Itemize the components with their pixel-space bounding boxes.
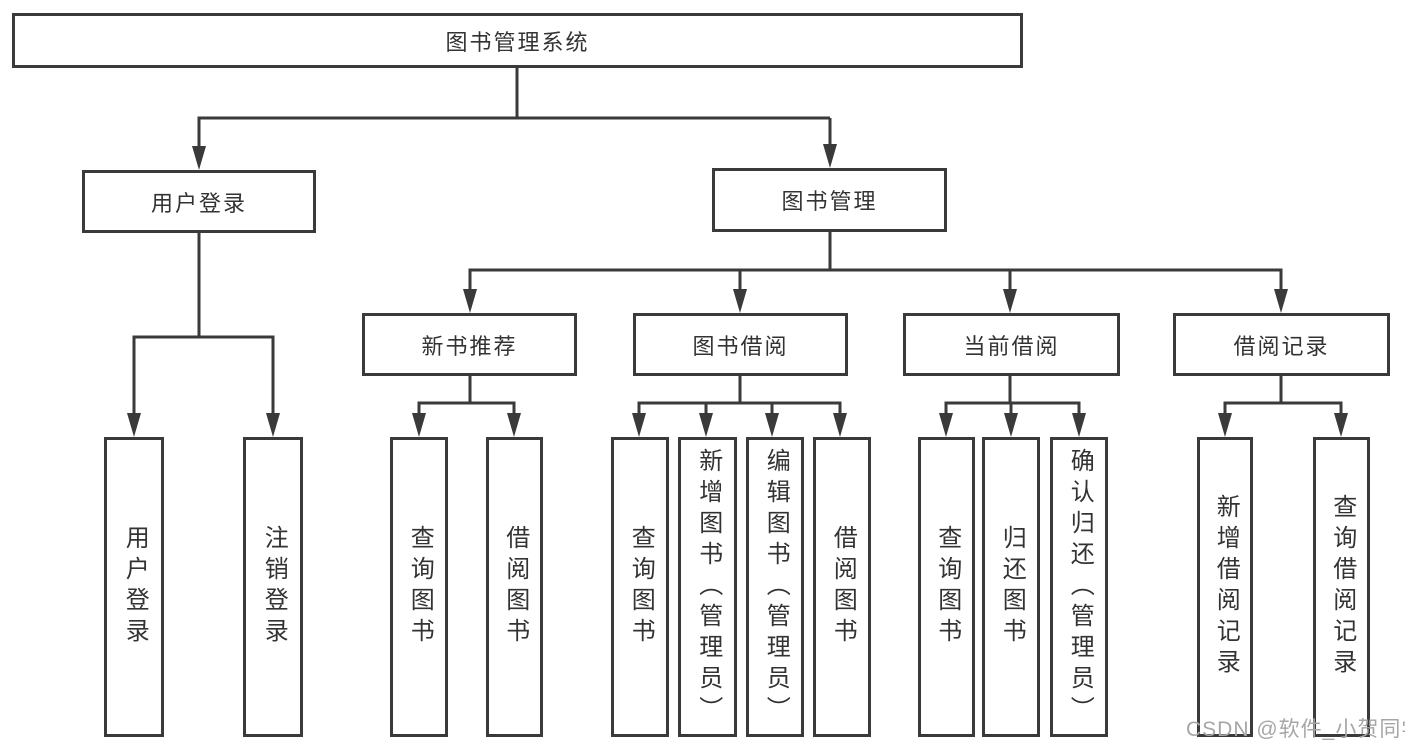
leaf-user-login-label: 用户登录: [121, 525, 149, 649]
leaf-add-book-admin-label: 新增图书（管理员）: [694, 447, 722, 727]
leaf-borrow-books-recommend: 借阅图书: [486, 437, 543, 737]
node-borrowing-records-label: 借阅记录: [1233, 333, 1330, 359]
leaf-return-books: 归还图书: [982, 437, 1040, 737]
node-user-login-label: 用户登录: [150, 190, 247, 216]
node-library-system: 图书管理系统: [12, 13, 1023, 68]
node-new-book-recommend-label: 新书推荐: [421, 333, 518, 359]
leaf-return-books-label: 归还图书: [998, 525, 1026, 649]
leaf-query-books-recommend: 查询图书: [390, 437, 448, 737]
node-current-borrowing: 当前借阅: [903, 313, 1120, 376]
node-book-borrowing: 图书借阅: [633, 313, 848, 376]
leaf-logout-label: 注销登录: [260, 525, 288, 649]
leaf-edit-book-admin: 编辑图书（管理员）: [746, 437, 804, 737]
connector-current-borrowing: [944, 376, 1081, 417]
leaf-borrow-books: 借阅图书: [813, 437, 871, 737]
leaf-borrow-books-recommend-label: 借阅图书: [501, 525, 529, 649]
node-user-login: 用户登录: [82, 170, 316, 233]
leaf-query-borrow-record: 查询借阅记录: [1313, 437, 1370, 737]
node-book-management-label: 图书管理: [781, 189, 878, 214]
node-book-management: 图书管理: [712, 168, 947, 232]
connector-new-book: [417, 376, 516, 417]
node-book-borrowing-label: 图书借阅: [692, 333, 789, 359]
leaf-logout: 注销登录: [243, 437, 303, 737]
leaf-borrow-books-label: 借阅图书: [829, 525, 857, 649]
connector-root: [197, 68, 832, 150]
leaf-query-books-current: 查询图书: [918, 437, 975, 737]
leaf-edit-book-admin-label: 编辑图书（管理员）: [762, 447, 790, 727]
connector-book-borrowing: [637, 376, 842, 417]
connector-user-login: [132, 233, 275, 417]
leaf-query-books-borrow-label: 查询图书: [627, 525, 655, 649]
node-current-borrowing-label: 当前借阅: [963, 333, 1060, 359]
leaf-query-books-borrow: 查询图书: [611, 437, 669, 737]
node-library-system-label: 图书管理系统: [445, 29, 590, 55]
node-new-book-recommend: 新书推荐: [362, 313, 577, 376]
leaf-confirm-return-admin-label: 确认归还（管理员）: [1066, 447, 1094, 727]
leaf-query-borrow-record-label: 查询借阅记录: [1328, 494, 1356, 680]
leaf-query-books-recommend-label: 查询图书: [406, 525, 434, 649]
leaf-user-login: 用户登录: [104, 437, 164, 737]
node-borrowing-records: 借阅记录: [1173, 313, 1390, 376]
leaf-query-books-current-label: 查询图书: [933, 525, 961, 649]
leaf-add-book-admin: 新增图书（管理员）: [678, 437, 737, 737]
connector-borrowing-records: [1223, 376, 1343, 417]
leaf-confirm-return-admin: 确认归还（管理员）: [1050, 437, 1108, 737]
leaf-add-borrow-record-label: 新增借阅记录: [1212, 494, 1240, 680]
leaf-add-borrow-record: 新增借阅记录: [1197, 437, 1253, 737]
connector-book-management: [468, 232, 1283, 293]
csdn-watermark: CSDN @软件_小贺同学: [1186, 718, 1405, 741]
